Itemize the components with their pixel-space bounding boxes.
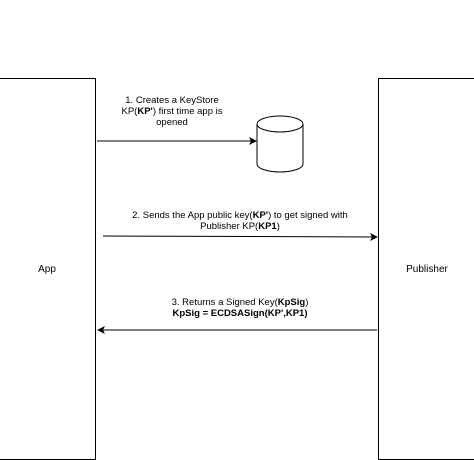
message-line: KpSig = ECDSASign(KP',KP1) [150,308,330,319]
app-participant-box: App [0,78,96,460]
message-bold-run: KP' [252,210,269,221]
message-run: ) [305,297,309,308]
message-line: 3. Returns a Signed Key(KpSig) [150,297,330,308]
message-run: ) to get signed with [268,210,348,221]
message-bold-run: KP' [137,106,153,117]
arrow-send-public-key [102,232,378,241]
message-line: 2. Sends the App public key(KP') to get … [120,210,360,221]
message-bold-run: KpSig = ECDSASign(KP',KP1) [172,308,308,319]
message-line: Publisher KP(KP1) [120,221,360,232]
publisher-participant-box: Publisher [378,78,474,460]
message-run: ) [276,221,280,232]
message-run: 2. Sends the App public key( [132,210,253,221]
message-2-label: 2. Sends the App public key(KP') to get … [120,210,360,232]
message-line: KP(KP') first time app is [112,106,232,117]
message-run: opened [156,117,188,128]
message-bold-run: KP1 [258,221,277,232]
message-3-label: 3. Returns a Signed Key(KpSig)KpSig = EC… [150,297,330,319]
message-line: 1. Creates a KeyStore [112,95,232,106]
message-run: ) first time app is [152,106,223,117]
message-run: 3. Returns a Signed Key( [171,297,278,308]
app-label: App [38,264,56,275]
publisher-label: Publisher [406,264,448,275]
keystore-database-icon [256,115,304,173]
message-line: opened [112,117,232,128]
message-run: Publisher KP( [200,221,259,232]
message-run: KP( [121,106,138,117]
message-bold-run: KpSig [277,297,306,308]
message-run: 1. Creates a KeyStore [125,95,219,106]
